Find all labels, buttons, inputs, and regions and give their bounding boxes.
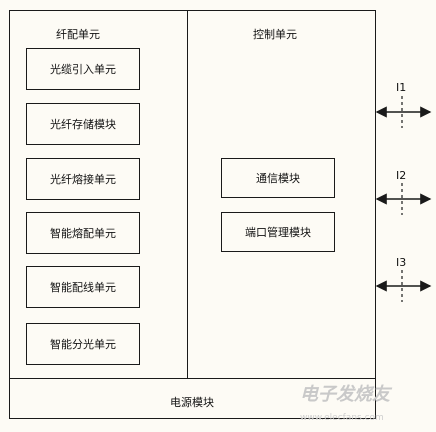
power-module-label: 电源模块 — [170, 396, 214, 409]
vertical-divider — [187, 10, 188, 379]
module-box: 端口管理模块 — [221, 212, 335, 252]
module-box: 光纤熔接单元 — [26, 158, 140, 200]
port-connector — [375, 96, 432, 128]
module-box: 智能熔配单元 — [26, 212, 140, 254]
port-connector — [375, 270, 432, 302]
outer-frame — [9, 10, 376, 419]
module-box: 通信模块 — [221, 158, 335, 198]
watermark-url: www.elecfans.com — [300, 413, 384, 423]
module-box: 光缆引入单元 — [26, 48, 140, 90]
module-box: 光纤存储模块 — [26, 103, 140, 145]
port-label: I2 — [396, 169, 407, 182]
module-box: 智能配线单元 — [26, 266, 140, 308]
left-panel-title: 纤配单元 — [56, 28, 100, 41]
right-panel-title: 控制单元 — [253, 28, 297, 41]
horizontal-divider — [9, 378, 376, 379]
port-label: I1 — [396, 81, 407, 94]
module-box: 智能分光单元 — [26, 323, 140, 365]
watermark-logo: 电子发烧友 www.elecfans.com — [300, 385, 430, 429]
port-label: I3 — [396, 256, 407, 269]
port-connector — [375, 183, 432, 215]
watermark-text: 电子发烧友 — [300, 384, 390, 405]
